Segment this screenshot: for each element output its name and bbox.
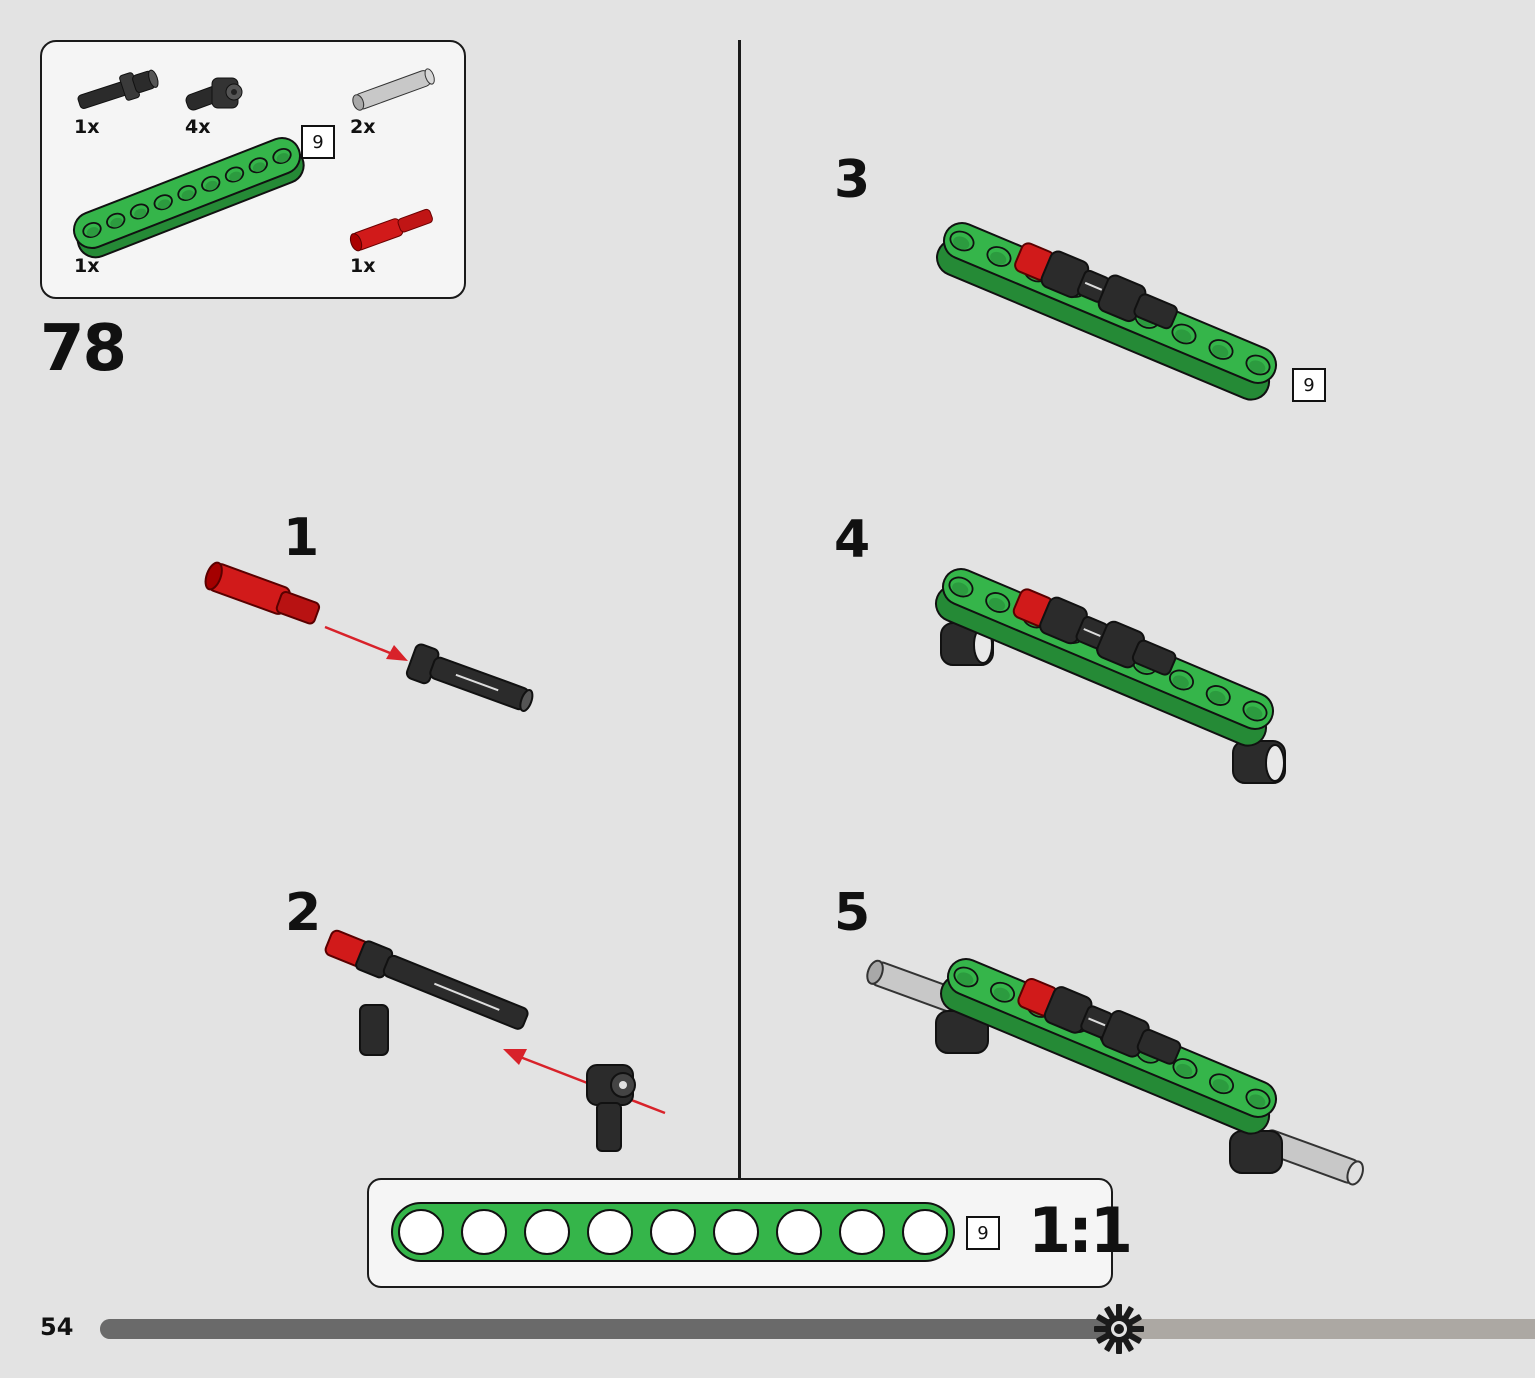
sub-step-number: 1 (283, 508, 320, 568)
part-grey-axle-pin (352, 68, 435, 111)
sub-step-number: 2 (285, 883, 322, 943)
part-green-beam-9 (73, 137, 305, 259)
page-number: 54 (40, 1313, 74, 1341)
beam-hole (461, 1209, 507, 1255)
part-black-connector-pin-with-bush (77, 69, 159, 109)
beam-hole (902, 1209, 948, 1255)
step-4-illustration (935, 568, 1286, 784)
beam-hole (524, 1209, 570, 1255)
qty-label: 1x (350, 255, 376, 277)
part-black-angle-connector (185, 77, 243, 111)
beam-hole (650, 1209, 696, 1255)
sub-step-number: 5 (834, 883, 871, 943)
qty-label: 2x (350, 116, 376, 138)
step-5-illustration (866, 958, 1364, 1186)
part-red-axle-pin (349, 208, 433, 252)
beam-hole (776, 1209, 822, 1255)
beam-hole (398, 1209, 444, 1255)
step-1-illustration (204, 561, 534, 712)
gear-icon (1093, 1304, 1144, 1354)
beam-hole (839, 1209, 885, 1255)
scale-label: 1:1 (1028, 1194, 1133, 1267)
main-step-number: 78 (40, 312, 127, 386)
beam-hole (587, 1209, 633, 1255)
step-3-illustration (936, 222, 1278, 401)
sub-step-number: 4 (834, 510, 871, 570)
beam-hole (713, 1209, 759, 1255)
beam-length-badge: 9 (966, 1216, 1000, 1250)
qty-label: 1x (74, 116, 100, 138)
beam-length-badge: 9 (301, 125, 335, 159)
progress-fill (100, 1319, 1119, 1339)
step-2-illustration (324, 929, 666, 1152)
qty-label: 4x (185, 116, 211, 138)
scale-beam-9 (391, 1202, 955, 1262)
beam-length-badge: 9 (1292, 368, 1326, 402)
qty-label: 1x (74, 255, 100, 277)
sub-step-number: 3 (834, 150, 871, 210)
column-divider (738, 40, 741, 1178)
